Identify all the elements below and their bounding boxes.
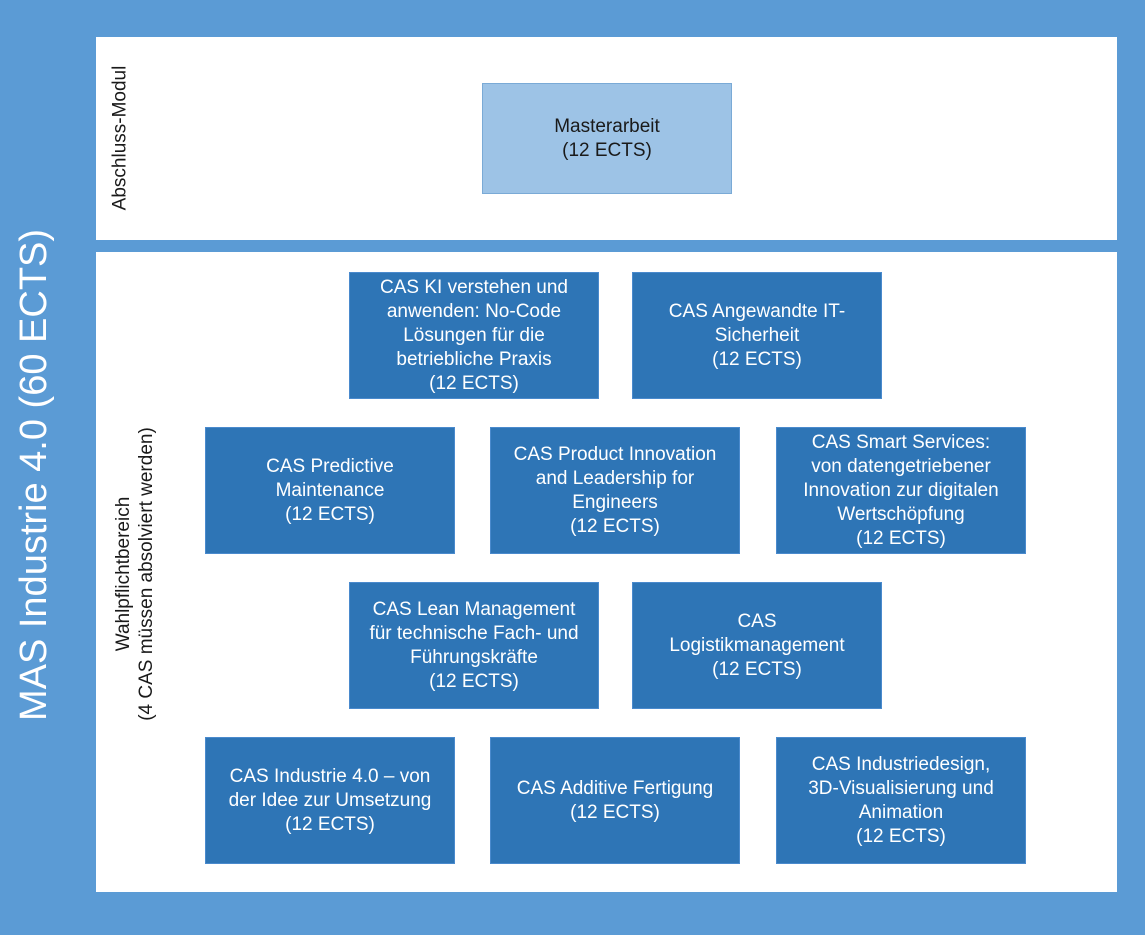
module-name-line: Logistikmanagement — [669, 634, 845, 656]
module-name-line: 3D-Visualisierung und — [808, 777, 994, 799]
module-smart-services: CAS Smart Services: von datengetriebener… — [776, 427, 1026, 554]
module-name-line: CAS Industrie 4.0 – von — [229, 765, 431, 787]
module-name-line: Lösungen für die — [403, 324, 545, 346]
wahlpflicht-label-line2: (4 CAS müssen absolviert werden) — [136, 427, 157, 721]
module-lean-management: CAS Lean Management für technische Fach-… — [349, 582, 599, 709]
module-name-line: CAS Lean Management — [372, 598, 576, 620]
module-ects: (12 ECTS) — [570, 515, 660, 537]
module-name-line: CAS Angewandte IT- — [668, 300, 846, 322]
abschluss-label: Abschluss-Modul — [109, 65, 131, 211]
module-name-line: von datengetriebener — [811, 455, 991, 477]
module-name-line: für technische Fach- und — [369, 622, 579, 644]
module-name-line: CAS Smart Services: — [811, 431, 991, 453]
module-ects: (12 ECTS) — [285, 813, 375, 835]
module-name-line: CAS KI verstehen und — [380, 276, 568, 298]
module-it-sicherheit: CAS Angewandte IT- Sicherheit (12 ECTS) — [632, 272, 882, 399]
module-ects: (12 ECTS) — [562, 139, 652, 161]
module-predictive-maintenance: CAS Predictive Maintenance (12 ECTS) — [205, 427, 455, 554]
module-name-line: Wertschöpfung — [837, 503, 965, 525]
module-name: Masterarbeit — [554, 115, 660, 137]
module-name-line: der Idee zur Umsetzung — [228, 789, 432, 811]
wahlpflicht-label: Wahlpflichtbereich (4 CAS müssen absolvi… — [113, 427, 159, 721]
module-ects: (12 ECTS) — [429, 372, 519, 394]
program-title: MAS Industrie 4.0 (60 ECTS) — [13, 228, 55, 722]
module-ki: CAS KI verstehen und anwenden: No-Code L… — [349, 272, 599, 399]
module-name-line: CAS — [737, 610, 777, 632]
module-logistikmanagement: CAS Logistikmanagement (12 ECTS) — [632, 582, 882, 709]
module-ects: (12 ECTS) — [856, 527, 946, 549]
module-industriedesign: CAS Industriedesign, 3D-Visualisierung u… — [776, 737, 1026, 864]
module-industrie-40: CAS Industrie 4.0 – von der Idee zur Ums… — [205, 737, 455, 864]
module-name-line: CAS Additive Fertigung — [516, 777, 714, 799]
module-name-line: betriebliche Praxis — [396, 348, 552, 370]
module-name-line: anwenden: No-Code — [386, 300, 562, 322]
wahlpflicht-label-line1: Wahlpflichtbereich — [113, 496, 135, 652]
module-name-line: Engineers — [572, 491, 658, 513]
module-masterarbeit: Masterarbeit (12 ECTS) — [482, 83, 732, 194]
module-ects: (12 ECTS) — [285, 503, 375, 525]
module-ects: (12 ECTS) — [856, 825, 946, 847]
module-name-line: and Leadership for — [535, 467, 695, 489]
module-name-line: CAS Industriedesign, — [811, 753, 991, 775]
module-ects: (12 ECTS) — [570, 801, 660, 823]
module-ects: (12 ECTS) — [429, 670, 519, 692]
module-name-line: CAS Product Innovation — [513, 443, 717, 465]
module-ects: (12 ECTS) — [712, 658, 802, 680]
module-ects: (12 ECTS) — [712, 348, 802, 370]
module-product-innovation: CAS Product Innovation and Leadership fo… — [490, 427, 740, 554]
module-name-line: Sicherheit — [714, 324, 800, 346]
module-name-line: Innovation zur digitalen — [803, 479, 999, 501]
module-name-line: CAS Predictive — [266, 455, 394, 477]
module-additive-fertigung: CAS Additive Fertigung (12 ECTS) — [490, 737, 740, 864]
module-name-line: Animation — [858, 801, 944, 823]
module-name-line: Maintenance — [275, 479, 385, 501]
module-name-line: Führungskräfte — [410, 646, 538, 668]
